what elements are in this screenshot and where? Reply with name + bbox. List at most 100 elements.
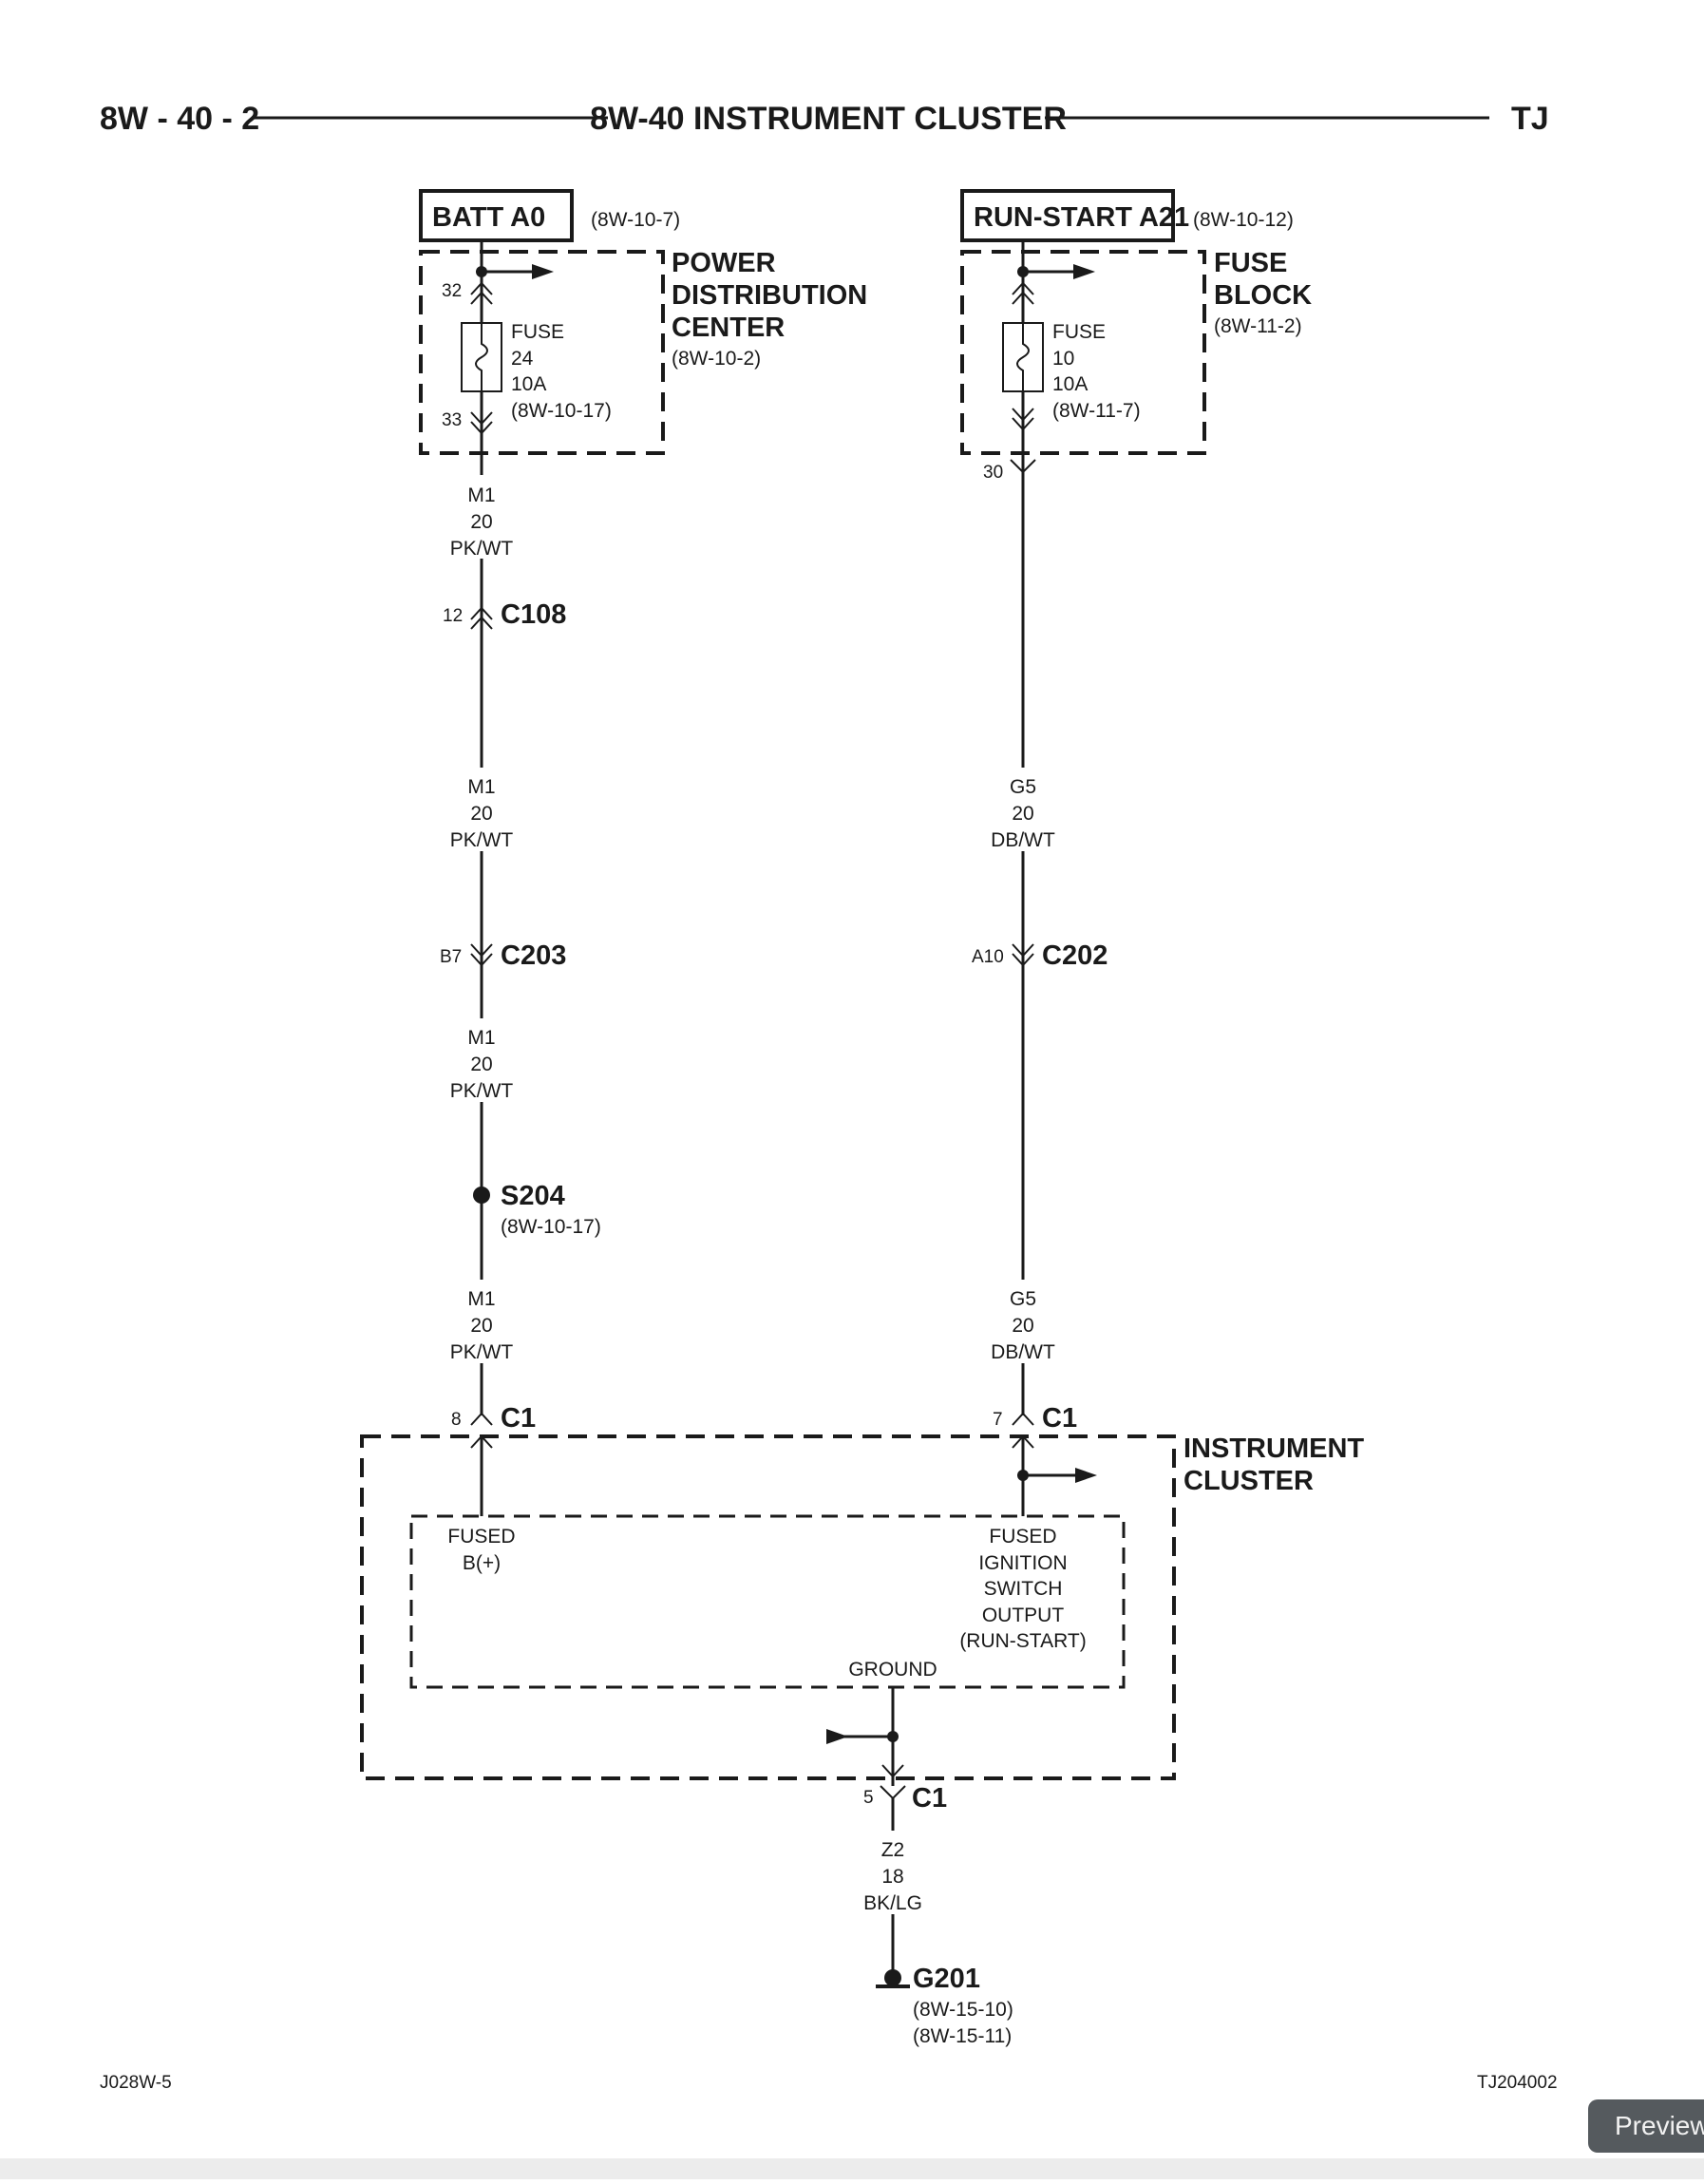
- fuse-block-pin30-connector: [1010, 459, 1036, 474]
- run-start-a21-box: [960, 189, 1175, 242]
- page-title: 8W-40 INSTRUMENT CLUSTER: [590, 101, 1067, 137]
- run-start-a21-ref: (8W-10-12): [1193, 209, 1294, 231]
- wire-g5-color: DB/WT: [991, 829, 1055, 851]
- c1-ground-label: C1: [912, 1783, 947, 1814]
- fuse10-element: [1016, 323, 1030, 391]
- g201-ground-point: [884, 1969, 901, 1986]
- ignition-output-label-line4: OUTPUT: [982, 1605, 1065, 1626]
- wire-m1-circuit: M1: [467, 484, 495, 506]
- cluster-continuation-arrow: [1075, 1468, 1097, 1483]
- power-distribution-center-outline: [419, 250, 665, 455]
- ignition-output-label-line2: IGNITION: [978, 1552, 1067, 1574]
- page-number: 8W - 40 - 2: [100, 101, 259, 137]
- fuse10-ref: (8W-11-7): [1052, 400, 1141, 422]
- preview-button[interactable]: Preview: [1588, 2099, 1704, 2153]
- c202-pin: A10: [972, 947, 1004, 967]
- wire-m1-color: PK/WT: [450, 829, 514, 851]
- fuse10-number: 10: [1052, 348, 1074, 370]
- wire-m1-circuit: M1: [467, 776, 495, 798]
- ground-label: GROUND: [848, 1659, 937, 1681]
- model-code: TJ: [1511, 101, 1549, 137]
- wire-m1-gauge: 20: [470, 803, 492, 825]
- fuse24-label: FUSE: [511, 321, 564, 343]
- ignition-output-label-line1: FUSED: [989, 1526, 1056, 1548]
- c203-label: C203: [501, 940, 566, 971]
- instrument-cluster-label-line2: CLUSTER: [1183, 1466, 1314, 1496]
- c108-pin: 12: [443, 606, 463, 626]
- wire-m1-gauge: 20: [470, 511, 492, 533]
- g201-ref-1: (8W-15-10): [913, 1999, 1013, 2021]
- cluster-internal-circuit-outline: [409, 1514, 1126, 1689]
- fuse24-rating: 10A: [511, 373, 546, 395]
- fuse-block-ref: (8W-11-2): [1214, 315, 1302, 337]
- footer-left-code: J028W-5: [100, 2073, 172, 2093]
- fuse10-label: FUSE: [1052, 321, 1106, 343]
- fuse-block-label-line2: BLOCK: [1214, 280, 1312, 311]
- pdc-pin33: 33: [442, 410, 462, 430]
- wire-m1-gauge: 20: [470, 1315, 492, 1337]
- batt-a0-ref: (8W-10-7): [591, 209, 680, 231]
- wire-z2-circuit: Z2: [881, 1839, 905, 1861]
- c203-connector-symbol: [470, 943, 493, 967]
- c108-label: C108: [501, 599, 566, 630]
- wire-g5-circuit: G5: [1010, 1288, 1036, 1310]
- wire-z2-gauge: 18: [881, 1866, 903, 1888]
- batt-a0-box: [419, 189, 574, 242]
- s204-ref: (8W-10-17): [501, 1216, 601, 1238]
- c1-pin7-connector-symbol: [1012, 1412, 1034, 1426]
- c1-pin5-connector-symbol-inner: [881, 1764, 904, 1778]
- c202-label: C202: [1042, 940, 1108, 971]
- pdc-pin32-connector: [470, 281, 493, 305]
- c202-connector-symbol: [1012, 943, 1034, 967]
- fuse-block-input-connector: [1012, 281, 1034, 305]
- wire-m1-color: PK/WT: [450, 1080, 514, 1102]
- pdc-continuation-arrow: [532, 264, 554, 279]
- c1-pin8: 8: [451, 1410, 462, 1430]
- c108-connector-symbol: [470, 606, 493, 630]
- run-start-a21-label: RUN-START A21: [974, 202, 1189, 233]
- s204-label: S204: [501, 1181, 565, 1211]
- fuse24-ref: (8W-10-17): [511, 400, 612, 422]
- wire-g5-color: DB/WT: [991, 1341, 1055, 1363]
- wire-m1-circuit: M1: [467, 1288, 495, 1310]
- fuse-block-output-connector: [1012, 408, 1034, 431]
- wire-g5-circuit: G5: [1010, 776, 1036, 798]
- ignition-output-label-line5: (RUN-START): [959, 1630, 1086, 1652]
- fuse10-rating: 10A: [1052, 373, 1088, 395]
- fuse24-number: 24: [511, 348, 534, 370]
- fuse-block-pin30: 30: [983, 463, 1003, 483]
- wire-m1-circuit: M1: [467, 1027, 495, 1049]
- fused-b-label-line2: B(+): [463, 1552, 501, 1574]
- fuse24-element: [475, 323, 488, 391]
- fuse-block-continuation-arrow: [1073, 264, 1095, 279]
- g201-label: G201: [913, 1964, 980, 1994]
- pdc-pin32: 32: [442, 281, 462, 301]
- c1-pin7: 7: [993, 1410, 1003, 1430]
- instrument-cluster-outline: [360, 1434, 1176, 1780]
- c1-pin5: 5: [863, 1788, 874, 1808]
- c1-right-label: C1: [1042, 1403, 1077, 1434]
- pdc-label-line3: CENTER: [672, 313, 785, 343]
- instrument-cluster-label-line1: INSTRUMENT: [1183, 1434, 1364, 1464]
- wire-z2-color: BK/LG: [863, 1892, 922, 1914]
- wire-g5-gauge: 20: [1012, 803, 1033, 825]
- batt-a0-label: BATT A0: [432, 202, 545, 233]
- wire-g5-gauge: 20: [1012, 1315, 1033, 1337]
- fuse-block-label-line1: FUSE: [1214, 248, 1287, 278]
- wire-m1-color: PK/WT: [450, 1341, 514, 1363]
- s204-splice-dot: [473, 1187, 490, 1204]
- g201-ref-2: (8W-15-11): [913, 2025, 1012, 2047]
- pdc-pin33-connector: [470, 411, 493, 435]
- footer-right-code: TJ204002: [1477, 2073, 1558, 2093]
- c203-pin: B7: [440, 947, 462, 967]
- ignition-output-label-line3: SWITCH: [984, 1578, 1063, 1600]
- pdc-label-line1: POWER: [672, 248, 776, 278]
- wire-m1-gauge: 20: [470, 1054, 492, 1075]
- pdc-label-line2: DISTRIBUTION: [672, 280, 867, 311]
- c1-pin5-connector-symbol: [880, 1785, 906, 1800]
- fused-b-label-line1: FUSED: [447, 1526, 515, 1548]
- wire-m1-color: PK/WT: [450, 538, 514, 560]
- c1-pin8-connector-symbol: [470, 1412, 493, 1426]
